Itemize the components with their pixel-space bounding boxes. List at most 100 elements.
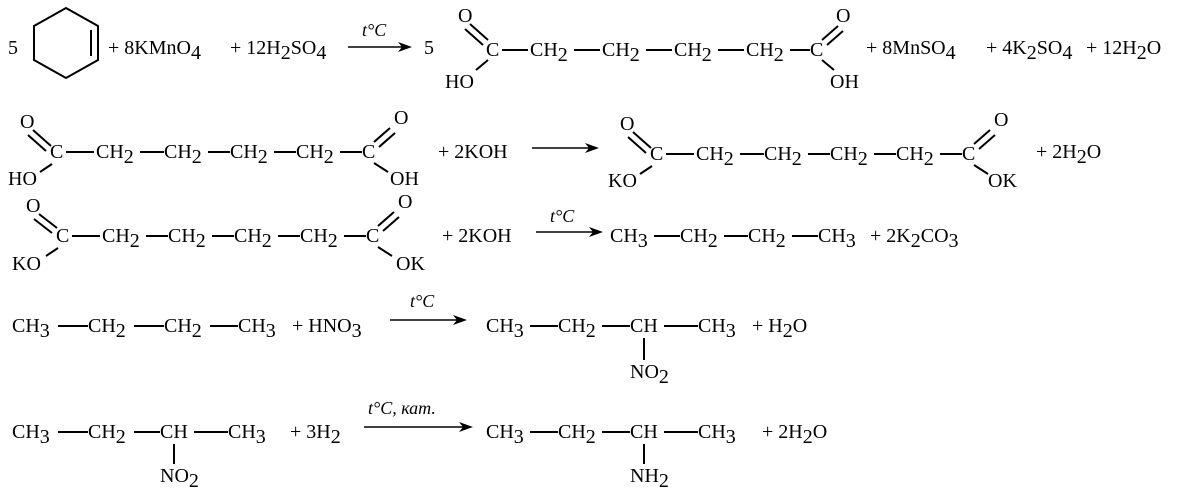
svg-text:CH2: CH2 bbox=[558, 421, 596, 448]
svg-text:KO: KO bbox=[12, 253, 41, 275]
adipic-acid-r1: O C HO CH2 CH2 CH2 CH2 C O OH bbox=[445, 5, 859, 93]
svg-text:CH: CH bbox=[630, 315, 658, 337]
r3-koh: + 2KOH bbox=[442, 225, 512, 247]
svg-text:NO2: NO2 bbox=[630, 361, 669, 388]
svg-text:CH3: CH3 bbox=[486, 315, 524, 342]
svg-text:CH2: CH2 bbox=[96, 141, 134, 168]
svg-text:C: C bbox=[56, 225, 69, 247]
svg-text:CH2: CH2 bbox=[230, 141, 268, 168]
svg-text:O: O bbox=[26, 195, 40, 217]
2-nitrobutane-r5: CH3 CH2 CH CH3 NO2 bbox=[12, 421, 266, 491]
svg-text:CH2: CH2 bbox=[830, 143, 868, 170]
svg-text:CH2: CH2 bbox=[168, 225, 206, 252]
reaction-5: CH3 CH2 CH CH3 NO2 + 3H2 t°C, кат. CH3 C… bbox=[12, 398, 827, 491]
r1-h2so4: + 12H2SO4 bbox=[230, 37, 326, 64]
r1-kmno4: + 8KMnO4 bbox=[108, 37, 201, 64]
r4-condition: t°C bbox=[410, 291, 435, 311]
reaction-4: CH3 CH2 CH2 CH3 + HNO3 t°C CH3 CH2 CH CH… bbox=[12, 291, 807, 388]
potassium-adipate-r2: O C KO CH2 CH2 CH2 CH2 C O OK bbox=[608, 109, 1017, 192]
r5-h2: + 3H2 bbox=[290, 421, 341, 448]
svg-text:CH2: CH2 bbox=[296, 141, 334, 168]
r2-koh: + 2KOH bbox=[438, 141, 508, 163]
adipic-acid-r2: O C HO CH2 CH2 CH2 CH2 C O OH bbox=[8, 107, 419, 190]
reaction-1: 5 + 8KMnO4 + 12H2SO4 t°C 5 O C HO CH2 CH… bbox=[8, 5, 1161, 93]
svg-text:HO: HO bbox=[445, 71, 474, 93]
r4-h2o: + H2O bbox=[752, 315, 807, 342]
r2-arrow bbox=[532, 143, 599, 153]
svg-text:CH3: CH3 bbox=[12, 315, 50, 342]
r1-h2o: + 12H2O bbox=[1086, 37, 1161, 64]
svg-text:OH: OH bbox=[830, 71, 859, 93]
svg-text:CH2: CH2 bbox=[696, 143, 734, 170]
r3-arrow: t°C bbox=[536, 206, 603, 237]
svg-text:CH2: CH2 bbox=[88, 421, 126, 448]
svg-text:CH3: CH3 bbox=[698, 315, 736, 342]
svg-text:CH3: CH3 bbox=[238, 315, 276, 342]
butane-r4: CH3 CH2 CH2 CH3 bbox=[12, 315, 276, 342]
r1-coefficient: 5 bbox=[8, 37, 18, 59]
svg-text:C: C bbox=[50, 141, 63, 163]
svg-text:O: O bbox=[994, 109, 1008, 131]
svg-text:CH2: CH2 bbox=[764, 143, 802, 170]
r1-arrow: t°C bbox=[348, 20, 412, 52]
svg-text:CH3: CH3 bbox=[818, 225, 856, 252]
svg-text:CH2: CH2 bbox=[164, 315, 202, 342]
svg-text:CH2: CH2 bbox=[680, 225, 718, 252]
r3-condition: t°C bbox=[550, 206, 575, 226]
svg-text:OK: OK bbox=[988, 170, 1017, 192]
svg-text:NO2: NO2 bbox=[160, 465, 199, 491]
reaction-3: O C KO CH2 CH2 CH2 CH2 C O OK + 2KOH t°C bbox=[12, 191, 959, 275]
r4-hno3: + HNO3 bbox=[292, 315, 362, 342]
svg-text:CH2: CH2 bbox=[102, 225, 140, 252]
potassium-adipate-r3: O C KO CH2 CH2 CH2 CH2 C O OK bbox=[12, 191, 425, 275]
reaction-2: O C HO CH2 CH2 CH2 CH2 C O OH + 2KOH bbox=[8, 107, 1101, 192]
svg-text:CH3: CH3 bbox=[610, 225, 648, 252]
svg-text:CH2: CH2 bbox=[530, 39, 568, 66]
svg-text:CH: CH bbox=[160, 421, 188, 443]
r1-product-coefficient: 5 bbox=[424, 37, 434, 59]
svg-text:C: C bbox=[486, 39, 499, 61]
2-nitrobutane-r4: CH3 CH2 CH CH3 NO2 bbox=[486, 315, 736, 388]
svg-text:C: C bbox=[810, 39, 823, 61]
svg-text:O: O bbox=[394, 107, 408, 129]
svg-text:O: O bbox=[836, 5, 850, 27]
svg-text:CH2: CH2 bbox=[896, 143, 934, 170]
svg-text:CH2: CH2 bbox=[300, 225, 338, 252]
svg-text:O: O bbox=[398, 191, 412, 213]
svg-text:CH2: CH2 bbox=[88, 315, 126, 342]
r1-condition: t°C bbox=[362, 20, 387, 40]
r5-arrow: t°C, кат. bbox=[364, 398, 473, 432]
r1-mnso4: + 8MnSO4 bbox=[866, 37, 956, 64]
svg-text:O: O bbox=[20, 111, 34, 133]
svg-text:NH2: NH2 bbox=[630, 465, 669, 491]
svg-text:CH3: CH3 bbox=[698, 421, 736, 448]
svg-text:OK: OK bbox=[396, 253, 425, 275]
r5-condition: t°C, кат. bbox=[368, 398, 436, 418]
svg-text:CH2: CH2 bbox=[558, 315, 596, 342]
svg-text:CH2: CH2 bbox=[674, 39, 712, 66]
svg-text:CH2: CH2 bbox=[746, 39, 784, 66]
svg-text:CH3: CH3 bbox=[486, 421, 524, 448]
svg-text:CH2: CH2 bbox=[164, 141, 202, 168]
svg-text:C: C bbox=[362, 141, 375, 163]
r2-h2o: + 2H2O bbox=[1036, 141, 1101, 168]
svg-text:CH3: CH3 bbox=[12, 421, 50, 448]
svg-text:O: O bbox=[458, 5, 472, 27]
2-aminobutane-r5: CH3 CH2 CH CH3 NH2 bbox=[486, 421, 736, 491]
svg-text:CH2: CH2 bbox=[748, 225, 786, 252]
svg-text:CH3: CH3 bbox=[228, 421, 266, 448]
r4-arrow: t°C bbox=[390, 291, 467, 325]
svg-text:HO: HO bbox=[8, 168, 37, 190]
svg-text:C: C bbox=[962, 143, 975, 165]
cyclohexene-ring bbox=[33, 6, 99, 80]
svg-text:C: C bbox=[366, 225, 379, 247]
butane-r3: CH3 CH2 CH2 CH3 bbox=[610, 225, 856, 252]
svg-text:OH: OH bbox=[390, 168, 419, 190]
svg-text:C: C bbox=[650, 143, 663, 165]
svg-text:O: O bbox=[620, 113, 634, 135]
svg-text:KO: KO bbox=[608, 170, 637, 192]
r5-h2o: + 2H2O bbox=[762, 421, 827, 448]
r3-k2co3: + 2K2CO3 bbox=[870, 225, 959, 252]
r1-k2so4: + 4K2SO4 bbox=[986, 37, 1072, 64]
